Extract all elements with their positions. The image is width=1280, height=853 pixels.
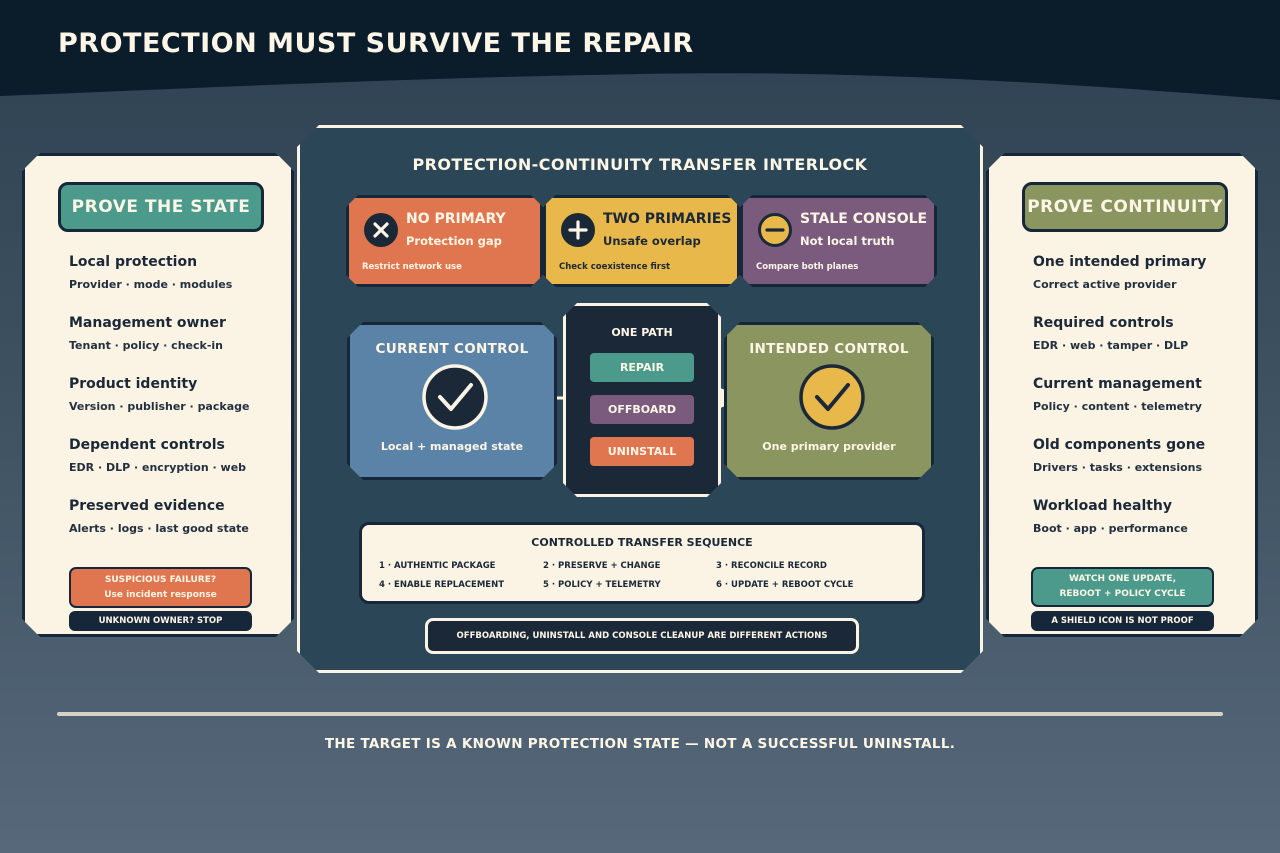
warning-subtitle: Not local truth — [800, 234, 895, 248]
header-background — [0, 0, 1280, 100]
control-subtitle: One primary provider — [762, 440, 896, 453]
control-title: CURRENT CONTROL — [375, 341, 529, 357]
note-line: Use incident response — [104, 589, 217, 600]
shield-not-proof-note: A SHIELD ICON IS NOT PROOF — [1031, 611, 1214, 631]
prove-continuity-panel: PROVE CONTINUITY One intended primary Co… — [986, 153, 1258, 637]
note-line: REBOOT + POLICY CYCLE — [1059, 589, 1186, 599]
item-subtitle: Drivers · tasks · extensions — [1033, 461, 1203, 474]
item-title: Dependent controls — [69, 437, 225, 453]
uninstall-option: UNINSTALL — [590, 437, 694, 466]
warning-title: STALE CONSOLE — [800, 211, 928, 227]
x-circle-icon — [363, 212, 399, 248]
page-title: PROTECTION MUST SURVIVE THE REPAIR — [58, 28, 694, 59]
one-path-selector: ONE PATH REPAIR OFFBOARD UNINSTALL — [563, 303, 721, 497]
item-subtitle: Tenant · policy · check-in — [69, 339, 223, 352]
item-title: Current management — [1033, 376, 1202, 392]
intended-control-card: INTENDED CONTROL One primary provider — [724, 322, 934, 480]
stale-console-card: STALE CONSOLE Not local truth Compare bo… — [740, 195, 937, 287]
item-title: Management owner — [69, 315, 226, 331]
item-title: Workload healthy — [1033, 498, 1173, 514]
item-title: Product identity — [69, 376, 198, 392]
item-title: One intended primary — [1033, 254, 1207, 270]
item-title: Preserved evidence — [69, 498, 225, 514]
list-item: Management owner Tenant · policy · check… — [69, 315, 249, 376]
list-item: Required controls EDR · web · tamper · D… — [1033, 315, 1206, 376]
watch-update-note: WATCH ONE UPDATE, REBOOT + POLICY CYCLE — [1031, 567, 1214, 607]
state-checklist: Local protection Provider · mode · modul… — [69, 254, 249, 559]
list-item: Dependent controls EDR · DLP · encryptio… — [69, 437, 249, 498]
repair-option: REPAIR — [590, 353, 694, 382]
unknown-owner-stop: UNKNOWN OWNER? STOP — [69, 611, 252, 631]
warning-title: TWO PRIMARIES — [603, 211, 732, 227]
list-item: Product identity Version · publisher · p… — [69, 376, 249, 437]
control-title: INTENDED CONTROL — [749, 341, 909, 357]
check-circle-icon — [420, 362, 490, 432]
warning-subtitle: Unsafe overlap — [603, 234, 701, 248]
item-subtitle: Alerts · logs · last good state — [69, 522, 249, 535]
minus-circle-icon — [757, 212, 793, 248]
sequence-step: 5 · POLICY + TELEMETRY — [543, 580, 661, 590]
warning-note: Check coexistence first — [559, 262, 671, 272]
item-title: Required controls — [1033, 315, 1174, 331]
item-subtitle: EDR · DLP · encryption · web — [69, 461, 247, 474]
item-title: Local protection — [69, 254, 198, 270]
warning-subtitle: Protection gap — [406, 234, 502, 248]
sequence-title: CONTROLLED TRANSFER SEQUENCE — [531, 536, 753, 549]
note-line: WATCH ONE UPDATE, — [1068, 574, 1176, 584]
different-actions-note: OFFBOARDING, UNINSTALL AND CONSOLE CLEAN… — [425, 618, 859, 654]
sequence-step: 2 · PRESERVE + CHANGE — [543, 561, 661, 571]
item-subtitle: Boot · app · performance — [1033, 522, 1188, 535]
item-subtitle: Provider · mode · modules — [69, 278, 233, 291]
one-path-title: ONE PATH — [611, 326, 673, 339]
list-item: Current management Policy · content · te… — [1033, 376, 1206, 437]
note-line: SUSPICIOUS FAILURE? — [104, 574, 217, 585]
item-subtitle: Policy · content · telemetry — [1033, 400, 1202, 413]
current-control-card: CURRENT CONTROL Local + managed state — [347, 322, 557, 480]
continuity-checklist: One intended primary Correct active prov… — [1033, 254, 1206, 559]
item-subtitle: Correct active provider — [1033, 278, 1177, 291]
list-item: Old components gone Drivers · tasks · ex… — [1033, 437, 1206, 498]
control-subtitle: Local + managed state — [380, 440, 524, 453]
item-subtitle: EDR · web · tamper · DLP — [1033, 339, 1189, 352]
prove-continuity-title: PROVE CONTINUITY — [1022, 182, 1228, 232]
sequence-step: 1 · AUTHENTIC PACKAGE — [379, 561, 496, 571]
transfer-interlock-panel: PROTECTION-CONTINUITY TRANSFER INTERLOCK… — [297, 125, 983, 673]
list-item: Workload healthy Boot · app · performanc… — [1033, 498, 1206, 559]
list-item: One intended primary Correct active prov… — [1033, 254, 1206, 315]
interlock-title: PROTECTION-CONTINUITY TRANSFER INTERLOCK — [412, 155, 868, 174]
suspicious-failure-note: SUSPICIOUS FAILURE? Use incident respons… — [69, 567, 252, 608]
item-title: Old components gone — [1033, 437, 1206, 453]
warning-note: Compare both planes — [756, 262, 859, 272]
offboard-option: OFFBOARD — [590, 395, 694, 424]
warning-title: NO PRIMARY — [406, 211, 506, 227]
transfer-sequence-panel: CONTROLLED TRANSFER SEQUENCE 1 · AUTHENT… — [359, 522, 925, 604]
no-primary-card: NO PRIMARY Protection gap Restrict netwo… — [346, 195, 543, 287]
two-primaries-card: TWO PRIMARIES Unsafe overlap Check coexi… — [543, 195, 740, 287]
list-item: Preserved evidence Alerts · logs · last … — [69, 498, 249, 559]
list-item: Local protection Provider · mode · modul… — [69, 254, 249, 315]
item-subtitle: Version · publisher · package — [69, 400, 250, 413]
sequence-step: 3 · RECONCILE RECORD — [716, 561, 827, 571]
prove-state-panel: PROVE THE STATE Local protection Provide… — [22, 153, 294, 637]
check-circle-icon — [797, 362, 867, 432]
sequence-step: 4 · ENABLE REPLACEMENT — [379, 580, 505, 590]
sequence-step: 6 · UPDATE + REBOOT CYCLE — [716, 580, 854, 590]
footer-caption: THE TARGET IS A KNOWN PROTECTION STATE —… — [324, 736, 956, 752]
plus-circle-icon — [560, 212, 596, 248]
footer-divider — [57, 712, 1223, 716]
warning-note: Restrict network use — [362, 262, 462, 272]
prove-state-title: PROVE THE STATE — [58, 182, 264, 232]
